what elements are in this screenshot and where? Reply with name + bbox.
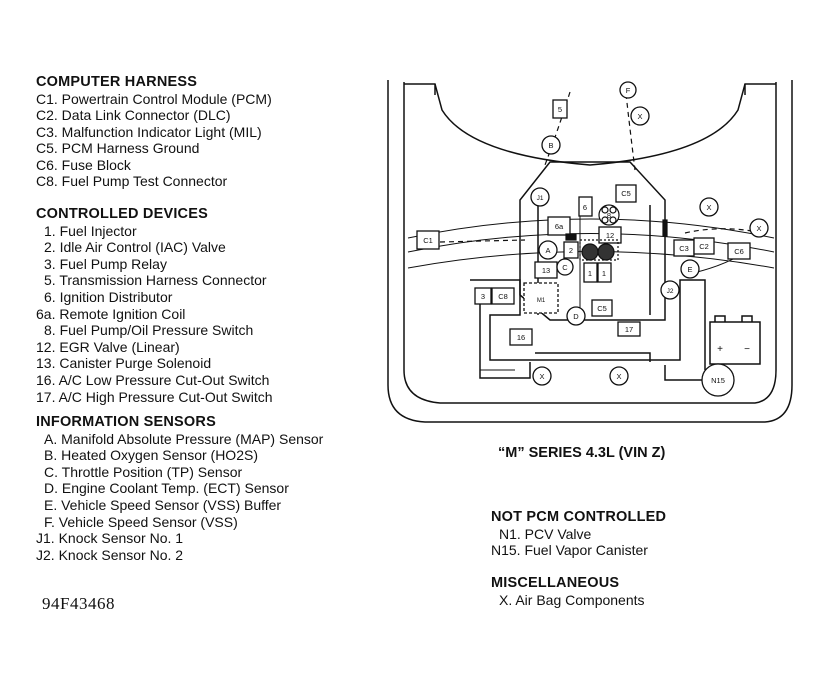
- label-12: 12: [606, 231, 614, 240]
- label-3: 3: [481, 292, 485, 301]
- legend-item: D. Engine Coolant Temp. (ECT) Sensor: [44, 480, 289, 497]
- legend-item: C6. Fuse Block: [36, 156, 131, 173]
- engine-compartment-diagram: 5 C1 C5 6 6a 8 12 2 13 1 1 3 C8 M1 C5 17…: [387, 80, 793, 423]
- label-c5: C5: [621, 189, 631, 198]
- legend-item: 12. EGR Valve (Linear): [36, 338, 180, 355]
- label-x: X: [616, 372, 621, 381]
- section-title-information-sensors: INFORMATION SENSORS: [36, 414, 216, 431]
- label-x: X: [756, 224, 761, 233]
- legend-item: C2. Data Link Connector (DLC): [36, 107, 231, 124]
- diagram-title: “M” SERIES 4.3L (VIN Z): [498, 445, 666, 461]
- legend-item: 16. A/C Low Pressure Cut-Out Switch: [36, 371, 270, 388]
- legend-item: C3. Malfunction Indicator Light (MIL): [36, 123, 262, 140]
- label-c2: C2: [699, 242, 709, 251]
- legend-item: 5. Transmission Harness Connector: [44, 272, 267, 289]
- legend-item: B. Heated Oxygen Sensor (HO2S): [44, 447, 258, 464]
- label-x: X: [637, 112, 642, 121]
- legend-item: 6a. Remote Ignition Coil: [36, 305, 186, 322]
- legend-item: J1. Knock Sensor No. 1: [36, 530, 184, 547]
- legend-item: C. Throttle Position (TP) Sensor: [44, 463, 243, 480]
- label-x: X: [539, 372, 544, 381]
- computer-harness-section: COMPUTER HARNESS C1. Powertrain Control …: [36, 74, 381, 190]
- legend-item: N1. PCV Valve: [499, 525, 592, 542]
- section-title-controlled-devices: CONTROLLED DEVICES: [36, 206, 208, 223]
- label-5: 5: [558, 105, 562, 114]
- legend-item: 6. Ignition Distributor: [44, 288, 173, 305]
- label-17: 17: [625, 325, 633, 334]
- legend-item: C1. Powertrain Control Module (PCM): [36, 90, 272, 107]
- label-d: D: [573, 312, 579, 321]
- label-m1: M1: [537, 298, 546, 304]
- figure-code: 94F43468: [42, 594, 115, 613]
- label-2: 2: [569, 246, 573, 255]
- legend-left: COMPUTER HARNESS C1. Powertrain Control …: [36, 74, 381, 563]
- label-c5: C5: [597, 304, 607, 313]
- legend-item: C5. PCM Harness Ground: [36, 140, 200, 157]
- label-j1: J1: [537, 195, 544, 202]
- legend-item: N15. Fuel Vapor Canister: [491, 542, 648, 559]
- label-a: A: [545, 246, 550, 255]
- label-f: F: [626, 86, 631, 95]
- battery: [709, 321, 761, 365]
- battery-plus: +: [717, 344, 723, 355]
- label-6: 6: [583, 203, 587, 212]
- outer-outline: [387, 80, 793, 423]
- legend-item: 3. Fuel Pump Relay: [44, 255, 167, 272]
- legend-item: E. Vehicle Speed Sensor (VSS) Buffer: [44, 496, 282, 513]
- section-title-computer-harness: COMPUTER HARNESS: [36, 74, 198, 90]
- section-title-miscellaneous: MISCELLANEOUS: [491, 575, 620, 591]
- label-13: 13: [542, 266, 550, 275]
- label-c6: C6: [734, 247, 744, 256]
- information-sensors-section: INFORMATION SENSORS A. Manifold Absolute…: [36, 414, 381, 563]
- hood-line: [404, 83, 776, 166]
- label-x: X: [706, 203, 711, 212]
- label-c: C: [562, 263, 568, 272]
- label-6a: 6a: [555, 222, 564, 231]
- injector-right: [597, 243, 615, 261]
- label-n15: N15: [711, 376, 725, 385]
- spacer: [36, 190, 381, 206]
- engine-block: [519, 161, 666, 321]
- legend-item: 17. A/C High Pressure Cut-Out Switch: [36, 388, 273, 405]
- label-1: 1: [588, 269, 592, 278]
- label-c3: C3: [679, 244, 689, 253]
- legend-item: F. Vehicle Speed Sensor (VSS): [44, 513, 238, 530]
- label-16: 16: [517, 333, 525, 342]
- label-e: E: [687, 265, 692, 274]
- legend-item: J2. Knock Sensor No. 2: [36, 546, 184, 563]
- label-8: 8: [607, 211, 611, 220]
- not-pcm-controlled-section: NOT PCM CONTROLLED N1. PCV Valve N15. Fu…: [491, 509, 821, 559]
- label-j2: J2: [667, 288, 674, 295]
- section-title-not-pcm-controlled: NOT PCM CONTROLLED: [491, 509, 667, 525]
- battery-minus: −: [744, 344, 750, 355]
- legend-item: X. Air Bag Components: [499, 591, 645, 608]
- legend-item: 2. Idle Air Control (IAC) Valve: [44, 239, 226, 256]
- injector-left: [581, 243, 599, 261]
- legend-item: 13. Canister Purge Solenoid: [36, 355, 212, 372]
- label-c1: C1: [423, 236, 433, 245]
- miscellaneous-section: MISCELLANEOUS X. Air Bag Components: [491, 575, 821, 608]
- label-b: B: [548, 141, 553, 150]
- inner-outline: [403, 82, 777, 404]
- label-c8: C8: [498, 292, 508, 301]
- legend-item: C8. Fuel Pump Test Connector: [36, 173, 228, 190]
- controlled-devices-section: CONTROLLED DEVICES 1. Fuel Injector 2. I…: [36, 206, 381, 405]
- spacer: [36, 405, 381, 414]
- legend-item: 8. Fuel Pump/Oil Pressure Switch: [44, 322, 254, 339]
- label-1: 1: [602, 269, 606, 278]
- legend-item: 1. Fuel Injector: [44, 222, 137, 239]
- legend-item: A. Manifold Absolute Pressure (MAP) Sens…: [44, 430, 324, 447]
